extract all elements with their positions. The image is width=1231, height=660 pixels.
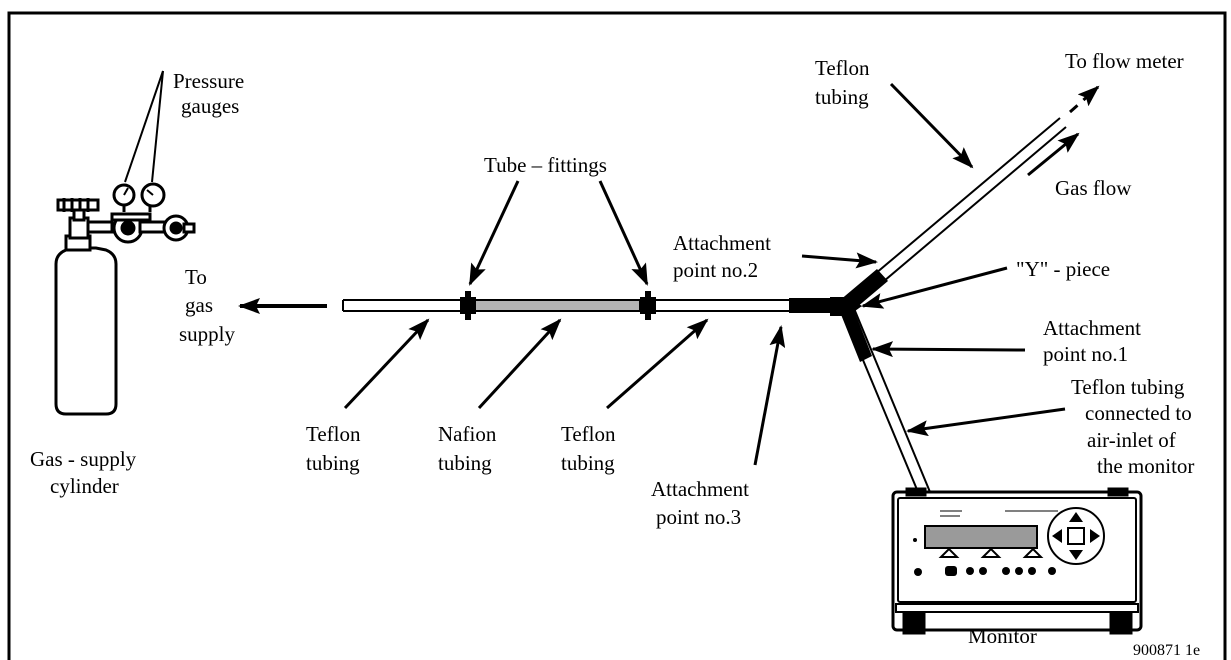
attachment-point-3-leader — [753, 325, 786, 466]
attachment-point-2-label-line2: point no.2 — [673, 258, 758, 282]
teflon-tubing-monitor-label-line2: connected to — [1085, 401, 1192, 425]
attachment-point-2-leader — [801, 252, 878, 269]
monitor-display — [924, 525, 1038, 549]
y-piece-leader — [861, 266, 1008, 309]
upper-branch-tubing — [842, 117, 1067, 310]
pressure-gauges-leader-1 — [124, 70, 164, 183]
nafion-tubing-label-line2: tubing — [438, 451, 492, 475]
to-gas-supply-label-line1: To — [185, 265, 207, 289]
teflon-tubing-mid-label-line1: Teflon — [561, 422, 616, 446]
figure-code: 900871 1e — [1133, 642, 1200, 659]
attachment-point-1-leader — [871, 341, 1026, 358]
attachment-point-1-label-line1: Attachment — [1043, 316, 1141, 340]
attachment-point-3-label-line1: Attachment — [651, 477, 749, 501]
teflon-tubing-top-label-line2: tubing — [815, 85, 869, 109]
teflon-tubing-top-leader — [889, 82, 974, 169]
to-flow-meter-label: To flow meter — [1065, 49, 1184, 73]
teflon-tubing-monitor-label-line1: Teflon tubing — [1071, 375, 1185, 399]
teflon-tubing-monitor-leader — [906, 407, 1066, 437]
teflon-tubing-left-leader — [343, 318, 430, 410]
tube-fitting-left — [460, 291, 476, 320]
nafion-tubing-leader — [477, 318, 562, 410]
tube-fitting-right — [640, 291, 656, 320]
to-gas-supply-label-line3: supply — [179, 322, 236, 346]
teflon-tubing-monitor-label-line4: the monitor — [1097, 454, 1194, 478]
to-flow-meter-arrow — [1069, 85, 1100, 114]
nafion-tubing-segment — [474, 299, 641, 312]
attachment-point-3-sleeve — [789, 298, 841, 313]
gas-monitor-icon — [891, 487, 1143, 635]
y-piece-junction — [830, 297, 862, 316]
teflon-tubing-mid-label-line2: tubing — [561, 451, 615, 475]
monitor-label: Monitor — [968, 624, 1037, 648]
teflon-tubing-mid-leader — [606, 318, 709, 410]
pressure-gauges-label-line2: gauges — [181, 94, 239, 118]
gas-flow-label: Gas flow — [1055, 176, 1132, 200]
gas-cylinder-icon — [54, 182, 196, 416]
attachment-point-1-label-line2: point no.1 — [1043, 342, 1128, 366]
teflon-tubing-monitor-label-line3: air-inlet of — [1087, 428, 1176, 452]
nafion-tubing-label-line1: Nafion — [438, 422, 497, 446]
tube-fittings-leader-right — [598, 180, 649, 286]
teflon-tubing-top-label-line1: Teflon — [815, 56, 870, 80]
attachment-point-1-sleeve — [840, 305, 872, 362]
gas-supply-cylinder-label-line1: Gas - supply — [30, 447, 137, 471]
teflon-tubing-left-label-line2: tubing — [306, 451, 360, 475]
diagram-frame — [7, 11, 1227, 660]
attachment-point-3-label-line2: point no.3 — [656, 505, 741, 529]
gas-supply-cylinder-label-line2: cylinder — [50, 474, 119, 498]
pressure-gauges-label-line1: Pressure — [173, 69, 244, 93]
to-gas-supply-label-line2: gas — [185, 293, 213, 317]
tube-fittings-label: Tube – fittings — [484, 153, 607, 177]
tube-fittings-leader-left — [468, 180, 520, 286]
pressure-gauges-leader-2 — [151, 70, 164, 183]
gas-flow-arrow — [1027, 132, 1080, 177]
y-piece-label: "Y" - piece — [1016, 257, 1110, 281]
teflon-tubing-left-label-line1: Teflon — [306, 422, 361, 446]
attachment-point-2-label-line1: Attachment — [673, 231, 771, 255]
